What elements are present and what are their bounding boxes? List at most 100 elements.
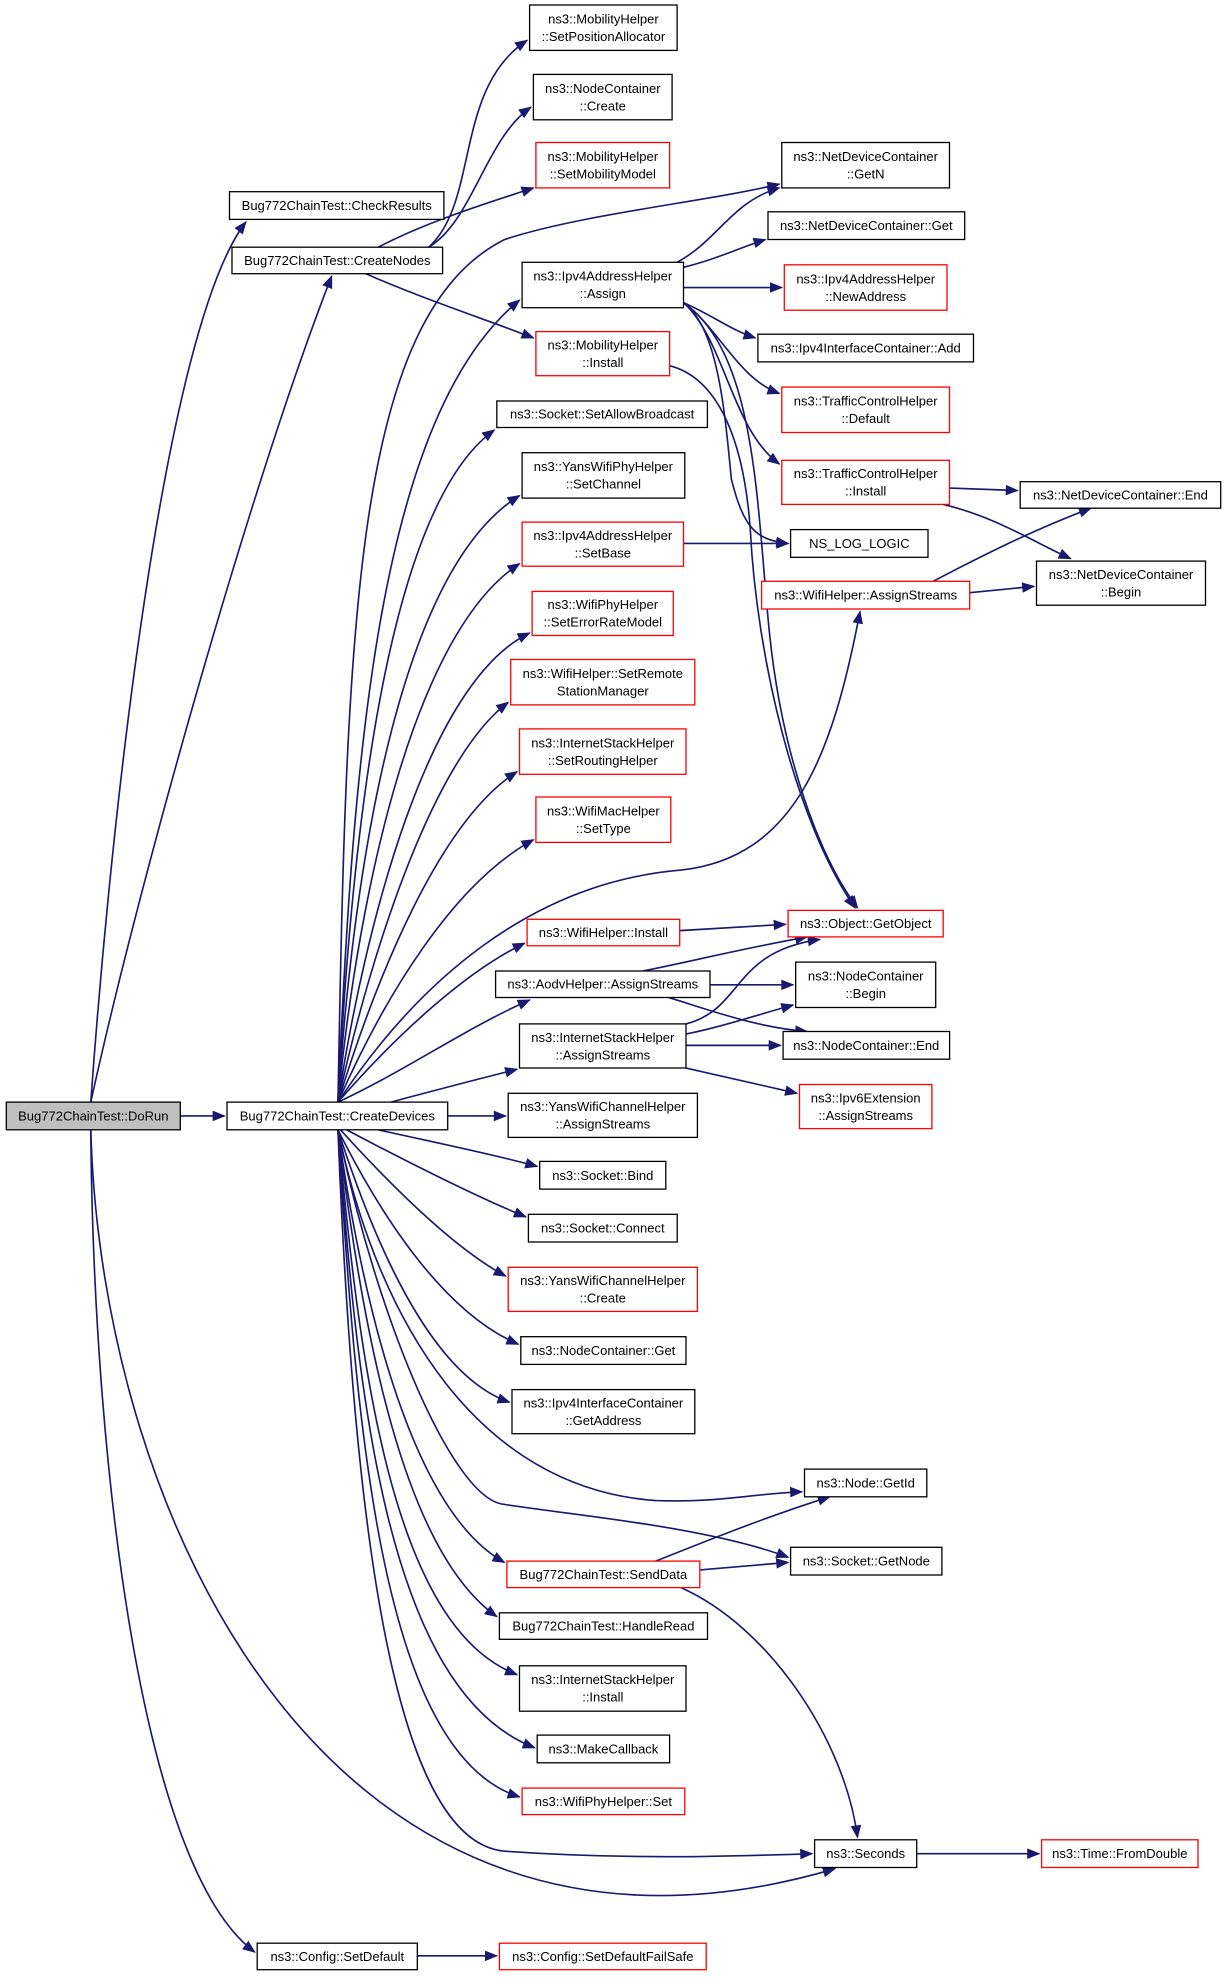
arrowhead <box>780 1003 795 1014</box>
node-cfg_setdefault[interactable]: ns3::Config::SetDefault <box>256 1942 418 1971</box>
node-wph_set[interactable]: ns3::WifiPhyHelper::Set <box>521 1787 686 1816</box>
node-wmh_settype[interactable]: ns3::WifiMacHelper::SetType <box>535 796 672 844</box>
node-label: ns3::TrafficControlHelper <box>794 466 938 481</box>
node-handleread[interactable]: Bug772ChainTest::HandleRead <box>498 1612 709 1640</box>
edge-createdevices-to-handleread <box>337 1129 498 1618</box>
node-label: ns3::NetDeviceContainer <box>1049 567 1194 582</box>
node-ish_assignstreams[interactable]: ns3::InternetStackHelper::AssignStreams <box>518 1023 687 1069</box>
edge-line <box>699 1561 789 1571</box>
node-sock_setallowbc[interactable]: ns3::Socket::SetAllowBroadcast <box>496 400 709 429</box>
node-label: ns3::Config::SetDefault <box>270 1949 404 1964</box>
node-seconds[interactable]: ns3::Seconds <box>813 1839 918 1869</box>
node-nc_end[interactable]: ns3::NodeContainer::End <box>782 1030 951 1060</box>
edge-line <box>428 39 528 248</box>
edge-createdevices-to-wh_setremote <box>337 701 510 1103</box>
node-time_fromdouble[interactable]: ns3::Time::FromDouble <box>1040 1839 1199 1869</box>
node-createnodes[interactable]: Bug772ChainTest::CreateNodes <box>231 246 444 275</box>
node-label: ns3::Ipv4InterfaceContainer::Add <box>771 341 961 356</box>
node-box <box>1035 560 1207 606</box>
node-wh_assignstreams[interactable]: ns3::WifiHelper::AssignStreams <box>760 580 971 610</box>
node-sock_getnode[interactable]: ns3::Socket::GetNode <box>789 1546 943 1576</box>
arrowhead <box>514 39 529 52</box>
node-ndc_get[interactable]: ns3::NetDeviceContainer::Get <box>767 211 966 241</box>
node-ywch_create[interactable]: ns3::YansWifiChannelHelper::Create <box>507 1266 699 1313</box>
node-sock_connect[interactable]: ns3::Socket::Connect <box>527 1213 678 1243</box>
node-ipv4ic_add[interactable]: ns3::Ipv4InterfaceContainer::Add <box>757 333 975 363</box>
node-makecallback[interactable]: ns3::MakeCallback <box>536 1734 671 1764</box>
node-label: ns3::Time::FromDouble <box>1052 1846 1187 1861</box>
node-wh_install[interactable]: ns3::WifiHelper::Install <box>526 918 681 947</box>
node-ish_install[interactable]: ns3::InternetStackHelper::Install <box>518 1665 687 1712</box>
node-nc_begin[interactable]: ns3::NodeContainer::Begin <box>795 961 937 1009</box>
node-ndc_begin[interactable]: ns3::NetDeviceContainer::Begin <box>1035 560 1207 606</box>
node-createdevices[interactable]: Bug772ChainTest::CreateDevices <box>226 1101 449 1131</box>
arrowhead <box>775 1558 790 1569</box>
node-label: Bug772ChainTest::HandleRead <box>512 1619 694 1634</box>
node-aodv_assignstreams[interactable]: ns3::AodvHelper::AssignStreams <box>494 970 711 999</box>
arrowhead <box>768 1040 782 1051</box>
node-ns_log_logic[interactable]: NS_LOG_LOGIC <box>789 528 929 558</box>
node-dorun[interactable]: Bug772ChainTest::DoRun <box>5 1101 181 1131</box>
node-ndc_end[interactable]: ns3::NetDeviceContainer::End <box>1019 481 1222 509</box>
edge-dorun-to-seconds <box>89 1129 837 1897</box>
edge-line <box>337 1129 789 1559</box>
node-cfg_setdefaultfailsafe[interactable]: ns3::Config::SetDefaultFailSafe <box>498 1942 707 1971</box>
node-box <box>518 728 687 775</box>
arrowhead <box>1077 507 1093 518</box>
node-label: ns3::NodeContainer::End <box>793 1038 939 1053</box>
node-checkresults[interactable]: Bug772ChainTest::CheckResults <box>228 191 445 221</box>
node-ipv6ext_assignstreams[interactable]: ns3::Ipv6Extension::AssignStreams <box>798 1083 933 1130</box>
node-label: ::Begin <box>1101 585 1141 600</box>
arrowhead <box>496 1393 511 1404</box>
node-wph_seterm[interactable]: ns3::WifiPhyHelper::SetErrorRateModel <box>531 590 674 637</box>
edge-wh_assignstreams-to-ndc_begin <box>969 582 1036 594</box>
edge-createdevices-to-sock_setallowbc <box>337 429 496 1103</box>
arrowhead <box>800 1848 814 1860</box>
arrowhead <box>843 895 856 910</box>
node-ipv4ah_newaddr[interactable]: ns3::Ipv4AddressHelper::NewAddress <box>783 264 948 311</box>
node-label: ns3::Object::GetObject <box>800 916 932 931</box>
node-box <box>781 386 951 434</box>
node-tch_default[interactable]: ns3::TrafficControlHelper::Default <box>781 386 951 434</box>
node-tch_install[interactable]: ns3::TrafficControlHelper::Install <box>781 459 951 506</box>
edge-createdevices-to-sock_connect <box>346 1129 528 1218</box>
arrowhead <box>504 1067 519 1078</box>
arrowhead <box>781 979 795 991</box>
node-nc_get[interactable]: ns3::NodeContainer::Get <box>520 1336 687 1366</box>
node-ipv4ic_getaddress[interactable]: ns3::Ipv4InterfaceContainer::GetAddress <box>511 1388 696 1435</box>
node-mob_setmobmodel[interactable]: ns3::MobilityHelper::SetMobilityModel <box>535 141 671 189</box>
edge-createdevices-to-senddata <box>337 1129 506 1564</box>
node-ipv4ah_assign[interactable]: ns3::Ipv4AddressHelper::Assign <box>521 261 685 309</box>
edge-createdevices-to-sock_getnode <box>337 1129 790 1559</box>
node-mob_setposalloc[interactable]: ns3::MobilityHelper::SetPositionAllocato… <box>528 4 678 52</box>
node-label: ns3::InternetStackHelper <box>531 1030 675 1045</box>
node-label: ns3::Ipv4AddressHelper <box>533 269 672 284</box>
node-label: ns3::NodeContainer <box>808 969 924 984</box>
node-node_getid[interactable]: ns3::Node::GetId <box>803 1468 928 1498</box>
node-label: ns3::NetDeviceContainer::Get <box>780 218 953 233</box>
node-label: ns3::InternetStackHelper <box>531 1672 675 1687</box>
edge-aodv_assignstreams-to-nc_begin <box>709 979 795 991</box>
node-ndc_getn[interactable]: ns3::NetDeviceContainer::GetN <box>781 141 951 189</box>
node-ipv4ah_setbase[interactable]: ns3::Ipv4AddressHelper::SetBase <box>521 521 685 567</box>
node-box <box>781 459 951 506</box>
node-label: Bug772ChainTest::CreateDevices <box>240 1109 436 1124</box>
node-ywch_assignstreams[interactable]: ns3::YansWifiChannelHelper::AssignStream… <box>507 1092 699 1139</box>
node-obj_getobject[interactable]: ns3::Object::GetObject <box>787 909 944 938</box>
arrowhead <box>491 1552 506 1564</box>
node-senddata[interactable]: Bug772ChainTest::SendData <box>506 1560 701 1589</box>
edge-ish_assignstreams-to-ipv6ext_assignstreams <box>685 1067 799 1096</box>
node-label: ::SetErrorRateModel <box>544 615 663 630</box>
node-label: ns3::NodeContainer <box>545 81 661 96</box>
node-mob_install[interactable]: ns3::MobilityHelper::Install <box>535 330 671 377</box>
node-sock_bind[interactable]: ns3::Socket::Bind <box>539 1160 667 1190</box>
node-ish_setrouting[interactable]: ns3::InternetStackHelper::SetRoutingHelp… <box>518 728 687 775</box>
node-nc_create[interactable]: ns3::NodeContainer::Create <box>532 73 673 121</box>
edges-layer <box>89 39 1093 1962</box>
node-label: ns3::Ipv6Extension <box>811 1090 921 1105</box>
edge-senddata-to-sock_getnode <box>699 1558 790 1571</box>
node-box <box>803 1468 928 1498</box>
node-ywph_setchannel[interactable]: ns3::YansWifiPhyHelper::SetChannel <box>521 452 686 499</box>
node-box <box>1040 1839 1199 1869</box>
